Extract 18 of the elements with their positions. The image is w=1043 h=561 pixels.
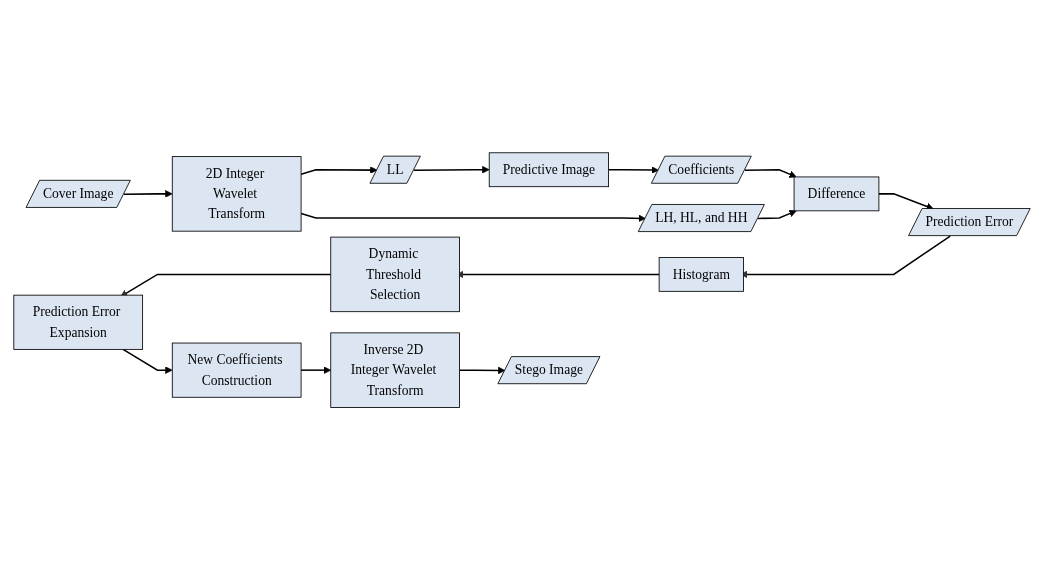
arrow	[299, 213, 646, 223]
arrow	[121, 349, 173, 375]
arrow	[299, 166, 377, 176]
node-box: Difference	[793, 176, 879, 212]
node-box: Histogram	[658, 257, 744, 293]
arrow	[743, 169, 797, 179]
node-box: Prediction Error Expansion	[12, 295, 143, 351]
node-box: Inverse 2D Integer Wavelet Transform	[329, 332, 460, 409]
node-box: New Coefficients Construction	[171, 343, 301, 399]
arrow	[122, 190, 173, 198]
arrow	[607, 166, 659, 175]
arrow	[299, 366, 331, 375]
node-box: 2D Integer Wavelet Transform	[171, 156, 301, 232]
arrow	[458, 367, 505, 375]
node-box: Predictive Image	[488, 152, 609, 188]
arrow	[412, 166, 490, 174]
node-box: Dynamic Threshold Selection	[329, 237, 460, 313]
arrow	[756, 210, 797, 220]
